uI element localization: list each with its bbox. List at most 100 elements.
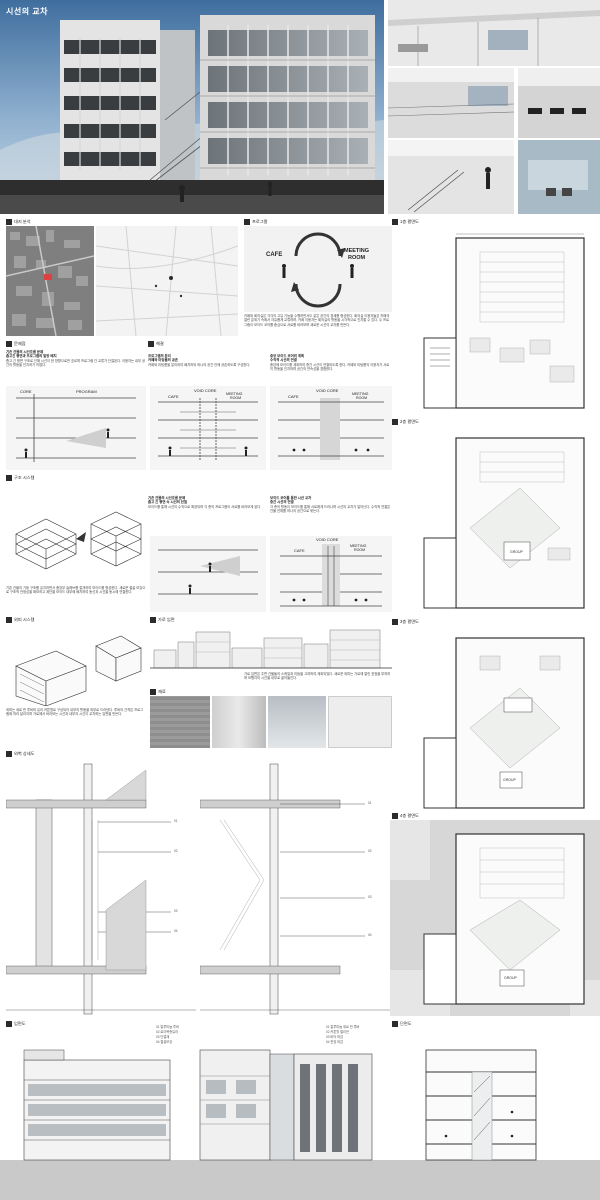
solution-d-room-label: ROOM [354, 548, 366, 552]
section-header-structure: 구조 시스템 [6, 474, 34, 481]
site-street-map [96, 226, 238, 336]
solution-b-description: 중앙에 보이드를 계획하여 층간 시선이 연결되도록 한다. 카페와 미팅룸의 … [270, 362, 390, 372]
solution-b-text-block: 중앙 보이드 코어의 계획 수직적 시선의 연결 중앙에 보이드를 계획하여 층… [270, 354, 392, 372]
elevation-side [196, 1040, 376, 1162]
solution-c-heading-1: 기존 건물의 시선흐름 문제 [148, 496, 186, 500]
poster-title: 시선의 교차 [6, 7, 49, 16]
solution-a-text-block: 프로그램의 분리 카페와 미팅룸의 공존 카페와 미팅룸을 분리하여 배치하되 … [148, 354, 266, 367]
problem-heading-2: 좁고긴 평면과 프로그램의 일방 배치 [6, 354, 57, 359]
detail-a-legend-4: 04 철골보강 [156, 1040, 173, 1044]
solution-d-void-label: VOID CORE [316, 537, 339, 542]
floor-plan-4f: GROUP [390, 820, 600, 1016]
section-header-problem: 문제점 [6, 340, 26, 347]
skin-text: 외피는 세로 핀 루버와 유리 커튼월로 구성되어 내부의 활동을 외부로 드러… [6, 708, 144, 717]
detail-drawing-a: 01 02 03 04 [6, 760, 196, 1016]
interior-render-4 [388, 140, 514, 214]
floor-plan-2f: GROUP [400, 428, 596, 614]
solution-c-text-block: 기존 건물의 시선흐름 문제 좁고 긴 평면 속 시선의 단절 보이드를 통해 … [148, 496, 266, 509]
interior-render-2 [388, 68, 514, 138]
solution-d-description: 각 층의 활동이 보이드를 통해 서로에게 드러나며 시선의 교차가 일어난다.… [270, 504, 391, 514]
detail-b-marker-03: 03 [368, 895, 372, 899]
solution-a-diagram: CAFE VOID CORE MEETING ROOM [150, 386, 266, 470]
section-drawing [396, 1040, 596, 1162]
program-cafe-label: CAFE [266, 252, 283, 258]
detail-a-marker-03: 03 [174, 909, 178, 913]
detail-a-marker-02: 02 [174, 849, 178, 853]
section-header-plan-2f: 2층 평면도 [392, 418, 419, 425]
solution-d-text-block: 보이드 코어를 통한 시선 교차 층간 시선의 연결 각 층의 활동이 보이드를… [270, 496, 392, 514]
interior-render-3 [518, 68, 600, 138]
problem-core-label: CORE [20, 389, 32, 394]
hero-render [0, 0, 384, 214]
problem-text-block: 기존 건물의 시선흐름 문제 좁고긴 평면과 프로그램의 일방 배치 좁고 긴 … [6, 350, 146, 368]
section-header-material: 재료 [150, 688, 166, 695]
material-swatch-concrete [150, 696, 210, 748]
solution-a-meeting-label: MEETING [226, 392, 243, 396]
detail-a-legend-3: 03 단열재 [156, 1035, 170, 1039]
detail-a-marker-04: 04 [174, 929, 178, 933]
detail-b-marker-04: 04 [368, 933, 372, 937]
solution-a-heading-1: 프로그램의 분리 [148, 354, 171, 358]
detail-b-legend-1: 01 알루미늄 세로 핀 루버 [326, 1025, 360, 1029]
section-header-street: 가로 입면 [150, 616, 175, 623]
material-swatch-glass [268, 696, 326, 748]
solution-c-heading-2: 좁고 긴 평면 속 시선의 단절 [148, 500, 188, 505]
detail-b-legend-4: 04 천장 마감 [326, 1040, 344, 1044]
skin-axonometric [6, 626, 146, 706]
section-header-detail: 외벽 상세도 [6, 750, 34, 757]
solution-b-void-label: VOID CORE [316, 388, 339, 393]
section-header-program: 프로그램 [244, 218, 267, 225]
program-text: 카페와 회의실은 각각의 고유 기능을 수행하면서도 같은 공간의 경계를 형성… [244, 314, 390, 327]
plan-3f-group-label: GROUP [503, 778, 516, 782]
solution-a-room-label: ROOM [230, 396, 242, 400]
solution-b-meeting-label: MEETING [352, 392, 369, 396]
solution-a-description: 카페와 미팅룸을 분리하여 배치하되 하나의 공간 안에 공존하도록 구성한다. [148, 362, 251, 367]
solution-b-cafe-label: CAFE [288, 394, 299, 399]
solution-a-cafe-label: CAFE [168, 394, 179, 399]
detail-b-legend-3: 03 바닥 마감 [326, 1035, 344, 1039]
structure-axonometric [6, 484, 146, 584]
site-aerial-map [6, 226, 94, 336]
street-text: 가로 입면은 주변 건물들의 스케일과 리듬을 고려하여 계획되었다. 새로운 … [244, 672, 391, 681]
solution-a-void-label: VOID CORE [194, 388, 217, 393]
plan-2f-group-label: GROUP [510, 550, 523, 554]
detail-a-legend-1: 01 알루미늄 루버 [156, 1025, 179, 1029]
section-header-skin: 외피 시스템 [6, 616, 34, 623]
elevation-front [14, 1040, 174, 1162]
solution-c-description: 보이드를 통해 시선이 수직으로 확장되며 각 층의 프로그램이 서로를 바라보… [148, 504, 262, 509]
detail-b-marker-02: 02 [368, 849, 372, 853]
detail-a-marker-01: 01 [174, 819, 178, 823]
material-swatch-aluminum [212, 696, 266, 748]
interior-render-1 [388, 0, 600, 66]
solution-d-diagram: CAFE VOID CORE MEETING ROOM [270, 536, 392, 612]
section-header-elevation: 입면도 [6, 1020, 26, 1027]
solution-d-heading-1: 보이드 코어를 통한 시선 교차 [270, 496, 312, 500]
solution-b-heading-1: 중앙 보이드 코어의 계획 [270, 354, 305, 358]
section-header-solution: 해결 [148, 340, 164, 347]
program-room-label: ROOM [348, 255, 366, 261]
detail-a-legend-2: 02 로이복층유리 [156, 1030, 179, 1034]
structure-text: 기존 건물의 기둥 구조를 유지하면서 중앙부 슬래브를 절개하여 보이드를 형… [6, 586, 146, 595]
street-elevation [150, 624, 392, 672]
floor-plan-3f: GROUP [400, 628, 596, 814]
problem-heading-1: 기존 건물의 시선흐름 문제 [6, 350, 44, 354]
program-diagram: CAFE MEETING ROOM [244, 226, 392, 312]
solution-b-room-label: ROOM [356, 396, 368, 400]
section-header-plan-3f: 3층 평면도 [392, 618, 419, 625]
floor-plan-1f [400, 228, 596, 414]
solution-d-heading-2: 층간 시선의 연결 [270, 500, 294, 505]
detail-b-marker-01: 01 [368, 801, 372, 805]
solution-a-heading-2: 카페와 미팅룸의 공존 [148, 358, 178, 363]
ground-band [0, 1160, 600, 1200]
section-header-plan-4f: 4층 평면도 [392, 812, 419, 819]
material-swatch-panel [328, 696, 392, 748]
solution-b-diagram: CAFE VOID CORE MEETING ROOM [270, 386, 392, 470]
plan-4f-group-label: GROUP [504, 976, 517, 980]
problem-program-label: PROGRAM [76, 389, 97, 394]
section-header-site: 대지 분석 [6, 218, 31, 225]
solution-c-diagram [150, 536, 266, 612]
detail-drawing-b: 01 02 03 04 [200, 760, 390, 1016]
section-header-section: 단면도 [392, 1020, 412, 1027]
program-meeting-label: MEETING [344, 248, 370, 254]
problem-diagram: CORE PROGRAM [6, 386, 146, 470]
